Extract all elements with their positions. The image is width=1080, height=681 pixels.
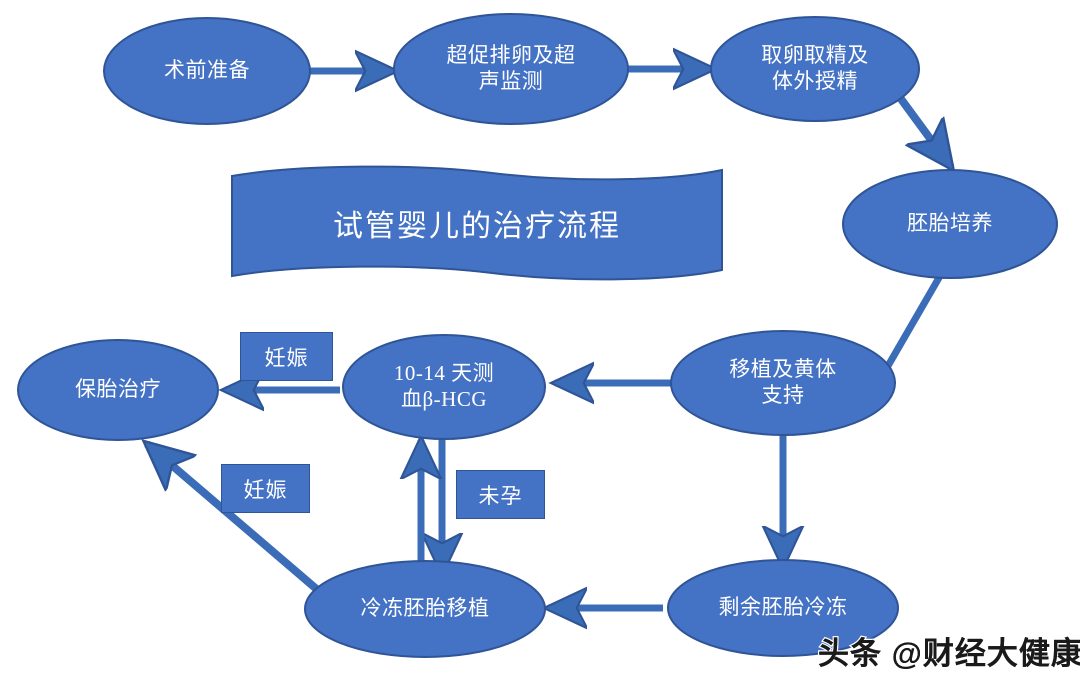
banner-title-text: 试管婴儿的治疗流程 [333,210,621,243]
node-cryopreservation-label: 剩余胚胎冷冻 [668,560,898,656]
edge-culture-to-transfer [881,274,944,373]
node-transfer-label: 移植及黄体 支持 [671,331,895,435]
watermark-text: 头条 @财经大健康 [817,635,1080,673]
edge-retrieval-to-culture [897,96,951,167]
edge-label-text: 妊娠 [243,477,288,502]
node-frozen-transfer-label: 冷冻胚胎移植 [305,561,545,657]
node-hcg-test[interactable] [342,334,546,440]
label-text: 冷冻胚胎移植 [360,596,490,621]
label-text: 移植及黄体 支持 [729,357,837,407]
banner-title: 试管婴儿的治疗流程 [262,200,692,246]
label-text: 超促排卵及超 声监测 [446,43,576,93]
label-text: 术前准备 [164,58,250,83]
node-stimulation-label: 超促排卵及超 声监测 [394,14,628,124]
node-preop-label: 术前准备 [104,18,310,124]
node-retrieval-label: 取卵取精及 体外授精 [711,17,919,121]
label-text: 取卵取精及 体外授精 [761,43,869,93]
label-text: 胚胎培养 [907,211,993,236]
edge-frozen-transfer-to-safeguard [147,444,323,596]
label-text: 保胎治疗 [75,377,161,402]
edge-label-pregnant-upper[interactable]: 妊娠 [240,332,333,381]
edge-label-text: 未孕 [478,483,523,508]
node-safeguard-label: 保胎治疗 [18,340,218,440]
label-text: 10-14 天测 血β-HCG [393,361,495,411]
edge-label-not-pregnant[interactable]: 未孕 [456,470,545,519]
watermark-text-fill: 头条 @财经大健康 [818,636,1080,671]
node-transfer[interactable] [670,330,896,436]
watermark: 头条 @财经大健康 头条 @财经大健康 [817,628,1080,673]
node-preop[interactable] [103,17,311,125]
node-hcg-test-label: 10-14 天测 血β-HCG [343,335,545,439]
node-culture-label: 胚胎培养 [843,170,1057,278]
edge-label-text: 妊娠 [264,345,309,370]
edge-label-pregnant-lower[interactable]: 妊娠 [221,464,310,513]
node-safeguard[interactable] [17,339,219,441]
label-text: 剩余胚胎冷冻 [718,595,848,620]
title-banner-ribbon [231,165,723,281]
